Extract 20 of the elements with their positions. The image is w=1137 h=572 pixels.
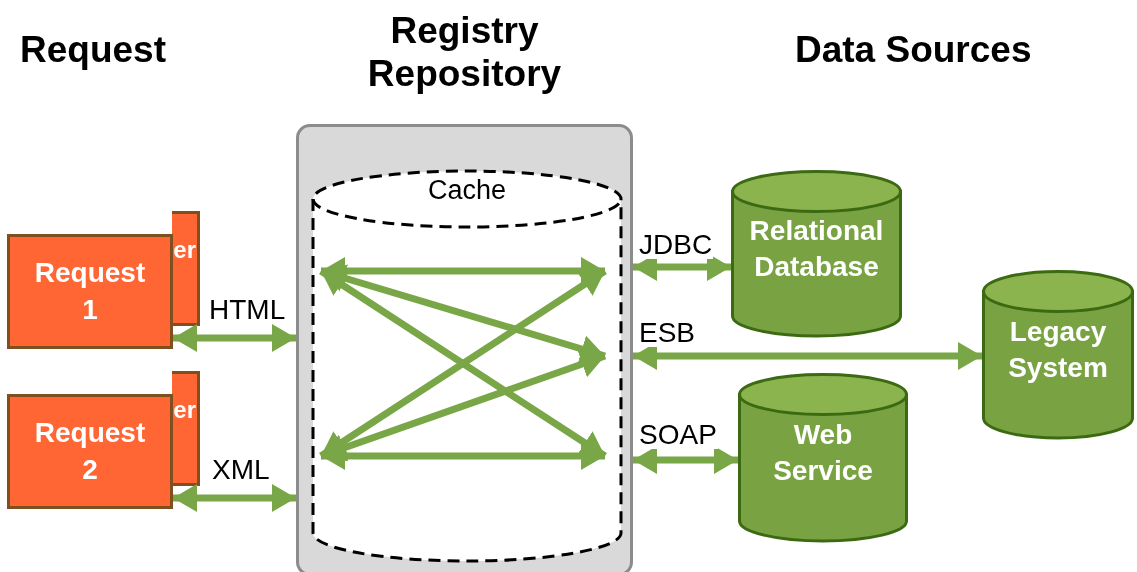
cylinder-label: Legacy System xyxy=(1007,315,1109,386)
database-cylinder xyxy=(738,373,908,541)
stacked-card xyxy=(172,371,200,486)
card-label: Request 2 xyxy=(33,416,147,487)
request-card xyxy=(7,394,173,509)
column-heading: Data Sources xyxy=(795,30,1032,71)
card-label: er xyxy=(173,236,196,265)
database-cylinder xyxy=(731,170,902,336)
double-arrow xyxy=(173,484,296,512)
cache-label: Cache xyxy=(426,175,507,206)
cylinder-label: Web Service xyxy=(772,418,874,489)
panel-title: Registry Repository xyxy=(366,10,563,96)
card-label: er xyxy=(173,396,196,425)
stacked-card xyxy=(172,211,200,326)
column-heading: Request xyxy=(20,30,166,71)
card-label: Request 1 xyxy=(33,256,147,327)
request-card xyxy=(7,234,173,349)
database-cylinder xyxy=(982,270,1134,438)
double-arrow xyxy=(173,324,296,352)
cylinder-label: Relational Database xyxy=(748,214,885,285)
